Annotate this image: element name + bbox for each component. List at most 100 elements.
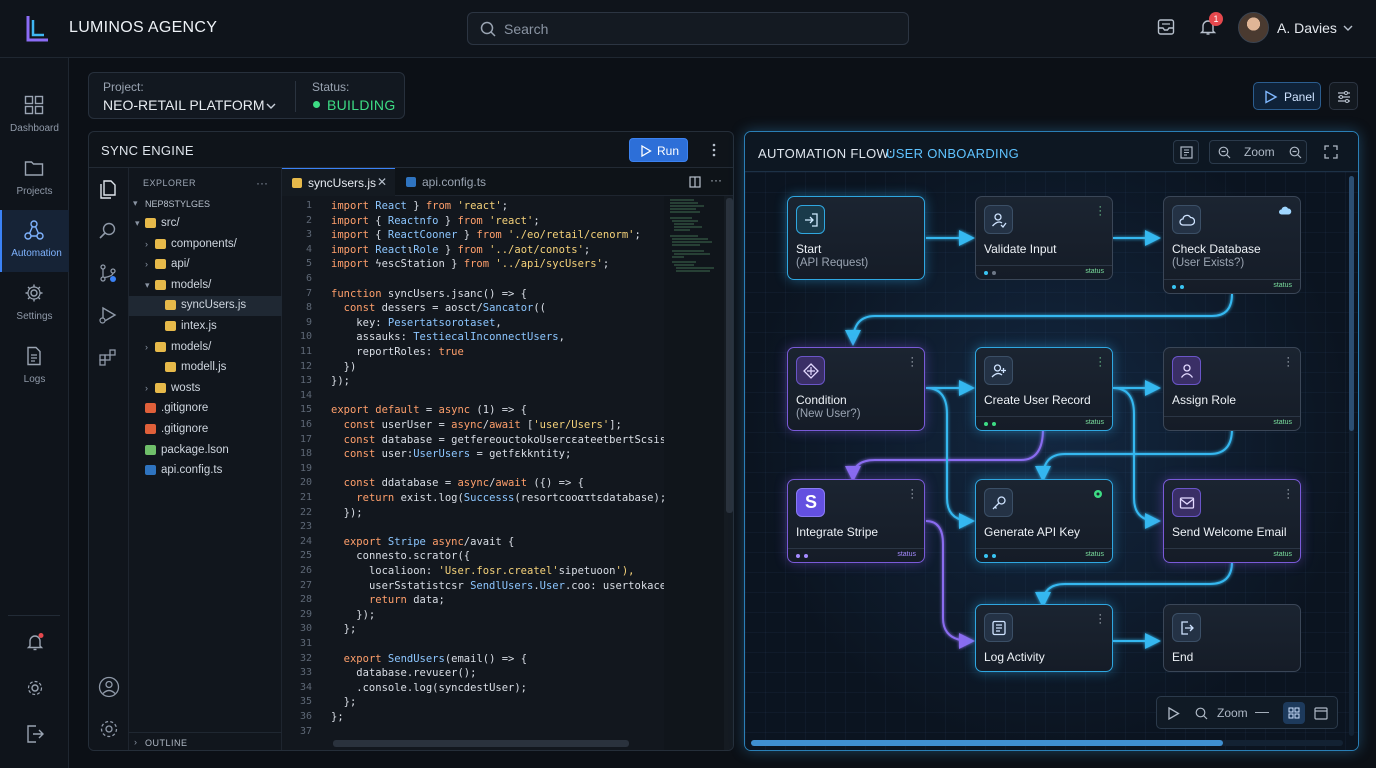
fullscreen-icon[interactable] <box>1324 145 1338 159</box>
nav-item-logs[interactable]: Logs <box>0 336 69 398</box>
tree-item[interactable]: .gitignore <box>129 420 282 440</box>
chevron-right-icon[interactable]: › <box>145 382 148 393</box>
search-icon[interactable] <box>98 221 118 241</box>
line-number: 33 <box>299 667 312 679</box>
chevron-down-icon[interactable]: ▾ <box>135 218 140 228</box>
activity-bar <box>89 168 129 750</box>
tree-item[interactable]: ›components/ <box>129 235 282 255</box>
code-line: export default = async (1) => { <box>331 404 528 417</box>
extensions-icon[interactable] <box>98 347 118 367</box>
zoom-out-icon[interactable] <box>1218 146 1231 159</box>
gear-icon[interactable] <box>25 678 45 698</box>
tree-item[interactable]: api.config.ts <box>129 461 282 481</box>
more-vertical-icon[interactable]: ··· <box>910 484 914 504</box>
chevron-down-icon[interactable]: ▾ <box>145 279 150 290</box>
flow-node-email[interactable]: ··· Send Welcome Email status <box>1163 479 1301 563</box>
vertical-scrollbar[interactable] <box>724 196 733 750</box>
flow-node-create[interactable]: ··· Create User Record status <box>975 347 1113 431</box>
nav-item-projects[interactable]: Projects <box>0 148 69 210</box>
settings-sliders-button[interactable] <box>1329 82 1358 110</box>
more-horizontal-icon[interactable]: ··· <box>710 173 722 187</box>
chevron-down-icon[interactable] <box>1342 22 1354 34</box>
horizontal-scrollbar[interactable] <box>333 740 629 747</box>
tree-item[interactable]: ›wosts <box>129 379 282 399</box>
zoom-control[interactable]: Zoom <box>1209 140 1307 164</box>
split-icon <box>803 363 819 379</box>
more-vertical-icon[interactable]: ··· <box>910 352 914 372</box>
flow-node-assign[interactable]: ··· Assign Role status <box>1163 347 1301 431</box>
flow-horizontal-scrollbar[interactable] <box>751 740 1343 746</box>
tree-item[interactable]: ›api/ <box>129 255 282 275</box>
tab-syncusers[interactable]: syncUsers.js ✕ <box>282 168 395 196</box>
zoom-in-icon[interactable] <box>1289 146 1302 159</box>
account-icon[interactable] <box>98 676 120 698</box>
tree-item[interactable]: .gitignore <box>129 399 282 419</box>
chevron-right-icon[interactable]: › <box>145 341 148 352</box>
more-vertical-icon[interactable]: ··· <box>1286 484 1290 504</box>
chevron-down-icon[interactable] <box>265 100 277 112</box>
close-icon[interactable]: ✕ <box>376 175 387 189</box>
flow-node-apikey[interactable]: Generate API Key status <box>975 479 1113 563</box>
grid-view-button[interactable] <box>1283 702 1305 724</box>
nav-item-settings[interactable]: Settings <box>0 273 69 335</box>
flow-vertical-scrollbar[interactable] <box>1349 176 1354 736</box>
scroll-thumb[interactable] <box>726 198 733 513</box>
tree-item[interactable]: ▾models/ <box>129 276 282 296</box>
zoom-minus-icon[interactable]: — <box>1255 703 1269 719</box>
more-vertical-icon[interactable] <box>708 142 720 158</box>
tree-root[interactable]: ▾ NEP8STYLGES <box>133 198 211 209</box>
nav-item-automation[interactable]: Automation <box>0 210 69 272</box>
layout-button[interactable] <box>1173 140 1199 164</box>
avatar[interactable] <box>1238 12 1269 43</box>
line-number: 15 <box>299 404 312 416</box>
scroll-thumb[interactable] <box>751 740 1223 746</box>
logout-icon[interactable] <box>25 724 45 744</box>
more-vertical-icon[interactable]: ··· <box>1098 609 1102 629</box>
tree-item[interactable]: package.lson <box>129 441 282 461</box>
play-icon[interactable] <box>1167 707 1180 720</box>
run-button[interactable]: Run <box>629 138 688 162</box>
project-selector[interactable]: NEO-RETAIL PLATFORM <box>103 97 265 113</box>
chevron-right-icon[interactable]: › <box>145 259 148 270</box>
more-vertical-icon[interactable]: ··· <box>1098 201 1102 221</box>
panel-button[interactable]: Panel <box>1253 82 1321 110</box>
line-number: 16 <box>299 419 312 430</box>
split-editor-icon[interactable] <box>689 176 701 188</box>
source-control-icon[interactable] <box>98 263 118 283</box>
chevron-right-icon[interactable]: › <box>145 238 148 249</box>
tree-item[interactable]: ›models/ <box>129 338 282 358</box>
outline-section[interactable]: › OUTLINE <box>129 732 282 750</box>
tree-item[interactable]: intex.js <box>129 317 282 337</box>
tree-item[interactable]: syncUsers.js <box>129 296 282 317</box>
gear-icon[interactable] <box>98 718 120 740</box>
flow-node-log[interactable]: ··· Log Activity <box>975 604 1113 672</box>
window-icon[interactable] <box>1314 707 1328 720</box>
more-vertical-icon[interactable]: ··· <box>1098 352 1102 372</box>
node-status: status <box>1085 419 1104 426</box>
tree-item[interactable]: ▾src/ <box>129 214 282 234</box>
minimap[interactable] <box>664 196 724 750</box>
run-debug-icon[interactable] <box>98 305 118 325</box>
nav-item-dashboard[interactable]: Dashboard <box>0 85 69 147</box>
user-check-icon-wrap <box>984 205 1013 234</box>
flow-node-condition[interactable]: ··· Condition (New User?) <box>787 347 925 431</box>
files-icon[interactable] <box>98 179 118 199</box>
search-box[interactable] <box>467 12 909 45</box>
flow-node-end[interactable]: End <box>1163 604 1301 672</box>
more-horizontal-icon[interactable]: ··· <box>256 176 268 190</box>
node-subtitle: (New User?) <box>796 408 861 420</box>
flow-node-start[interactable]: Start (API Request) <box>787 196 925 280</box>
zoom-out-icon[interactable] <box>1195 707 1208 720</box>
user-name[interactable]: A. Davies <box>1277 20 1337 36</box>
search-input[interactable] <box>504 19 884 39</box>
flow-node-validate[interactable]: ··· Validate Input status <box>975 196 1113 280</box>
inbox-icon[interactable] <box>1157 18 1175 36</box>
bell-icon[interactable] <box>25 632 45 652</box>
tree-item[interactable]: modell.js <box>129 358 282 378</box>
flow-node-stripe[interactable]: S ··· Integrate Stripe status <box>787 479 925 563</box>
tab-api-config[interactable]: api.config.ts <box>396 168 508 196</box>
flow-node-checkdb[interactable]: Check Database (User Exists?) status <box>1163 196 1301 294</box>
more-vertical-icon[interactable]: ··· <box>1286 352 1290 372</box>
scroll-thumb[interactable] <box>1349 176 1354 431</box>
